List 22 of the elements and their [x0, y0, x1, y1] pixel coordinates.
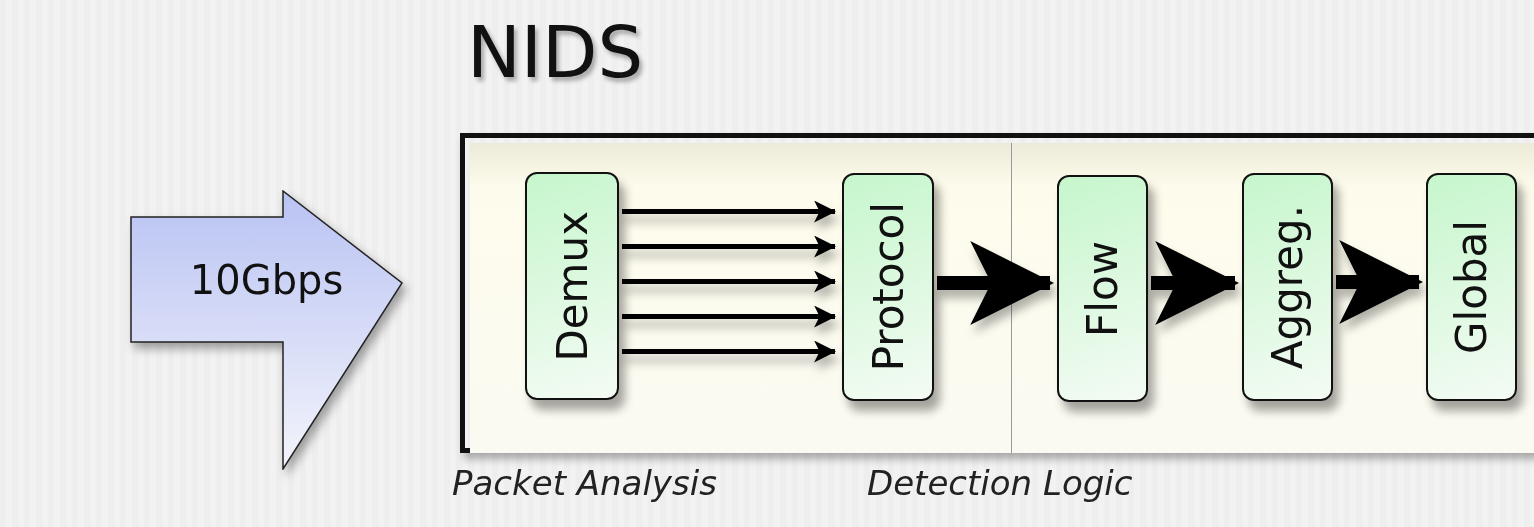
stage-label: Packet Analysis	[452, 463, 717, 503]
arrow	[622, 305, 837, 328]
module-box	[525, 172, 619, 400]
arrow	[622, 200, 837, 223]
module-label: Aggreg.	[1263, 204, 1312, 370]
module-box	[1242, 173, 1333, 401]
system-title: NIDS	[467, 10, 644, 94]
module-label: Protocol	[863, 202, 913, 372]
arrow	[622, 340, 837, 363]
arrow	[1336, 240, 1424, 324]
stage-label: Detection Logic	[867, 463, 1133, 503]
arrow	[1151, 241, 1240, 325]
module-label: Global	[1447, 220, 1496, 354]
arrow	[937, 241, 1055, 325]
module-box	[842, 173, 934, 401]
arrow	[622, 270, 837, 293]
arrow	[622, 235, 837, 258]
rate-label: 10Gbps	[188, 256, 345, 305]
module-box	[1426, 173, 1517, 401]
module-label: Flow	[1078, 240, 1127, 337]
module-box	[1057, 175, 1148, 402]
module-label: Demux	[547, 210, 597, 362]
